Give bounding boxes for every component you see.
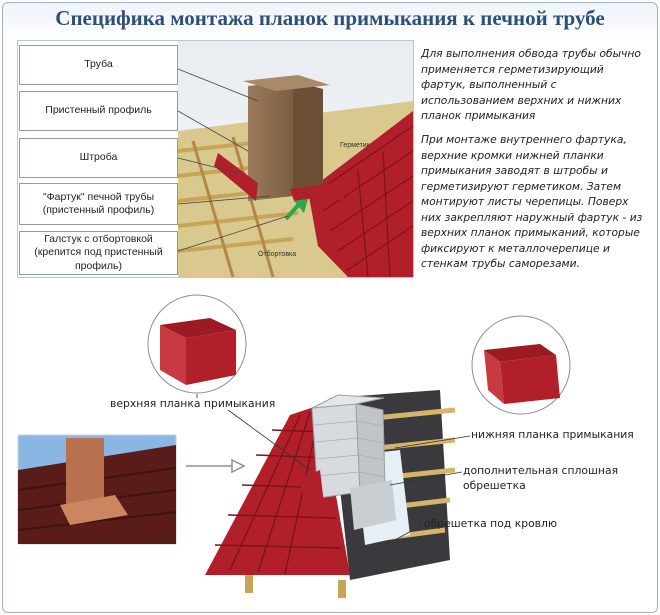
label-extra-sheathing: дополнительная сплошная обрешетка xyxy=(463,464,619,492)
page-title: Специфика монтажа планок примыкания к пе… xyxy=(55,6,605,30)
upper-strip-closeup xyxy=(147,294,247,394)
description-paragraph-2: При монтаже внутреннего фартука, верхние… xyxy=(421,133,643,270)
top-diagram-panel: Герметик Отбортовка xyxy=(17,40,414,278)
label-groove: Штроба xyxy=(19,138,178,178)
label-chimney: Труба xyxy=(19,45,178,85)
roof-diagram-illustration: Герметик Отбортовка xyxy=(177,41,414,278)
label-upper-strip: верхняя планка примыкания xyxy=(110,397,276,410)
description-paragraph-1: Для выполнения обвода трубы обычно приме… xyxy=(421,47,641,122)
otbortovka-label: Отбортовка xyxy=(258,250,296,258)
label-wall-profile: Пристенный профиль xyxy=(19,91,178,131)
lower-strip-closeup xyxy=(471,315,571,415)
real-chimney-photo xyxy=(17,434,177,545)
label-lower-strip: нижняя планка примыкания xyxy=(471,428,634,441)
label-roof-sheathing: обрешетка под кровлю xyxy=(424,517,558,530)
label-apron: "Фартук" печной трубы (пристенный профил… xyxy=(19,183,178,225)
roof-3d-drawing xyxy=(205,390,456,598)
hermetic-label: Герметик xyxy=(340,142,371,149)
leader-lines xyxy=(196,394,471,541)
arrow-icon xyxy=(186,458,246,474)
label-tie-flange: Галстук с отбортовкой (крепится под прис… xyxy=(19,231,178,275)
